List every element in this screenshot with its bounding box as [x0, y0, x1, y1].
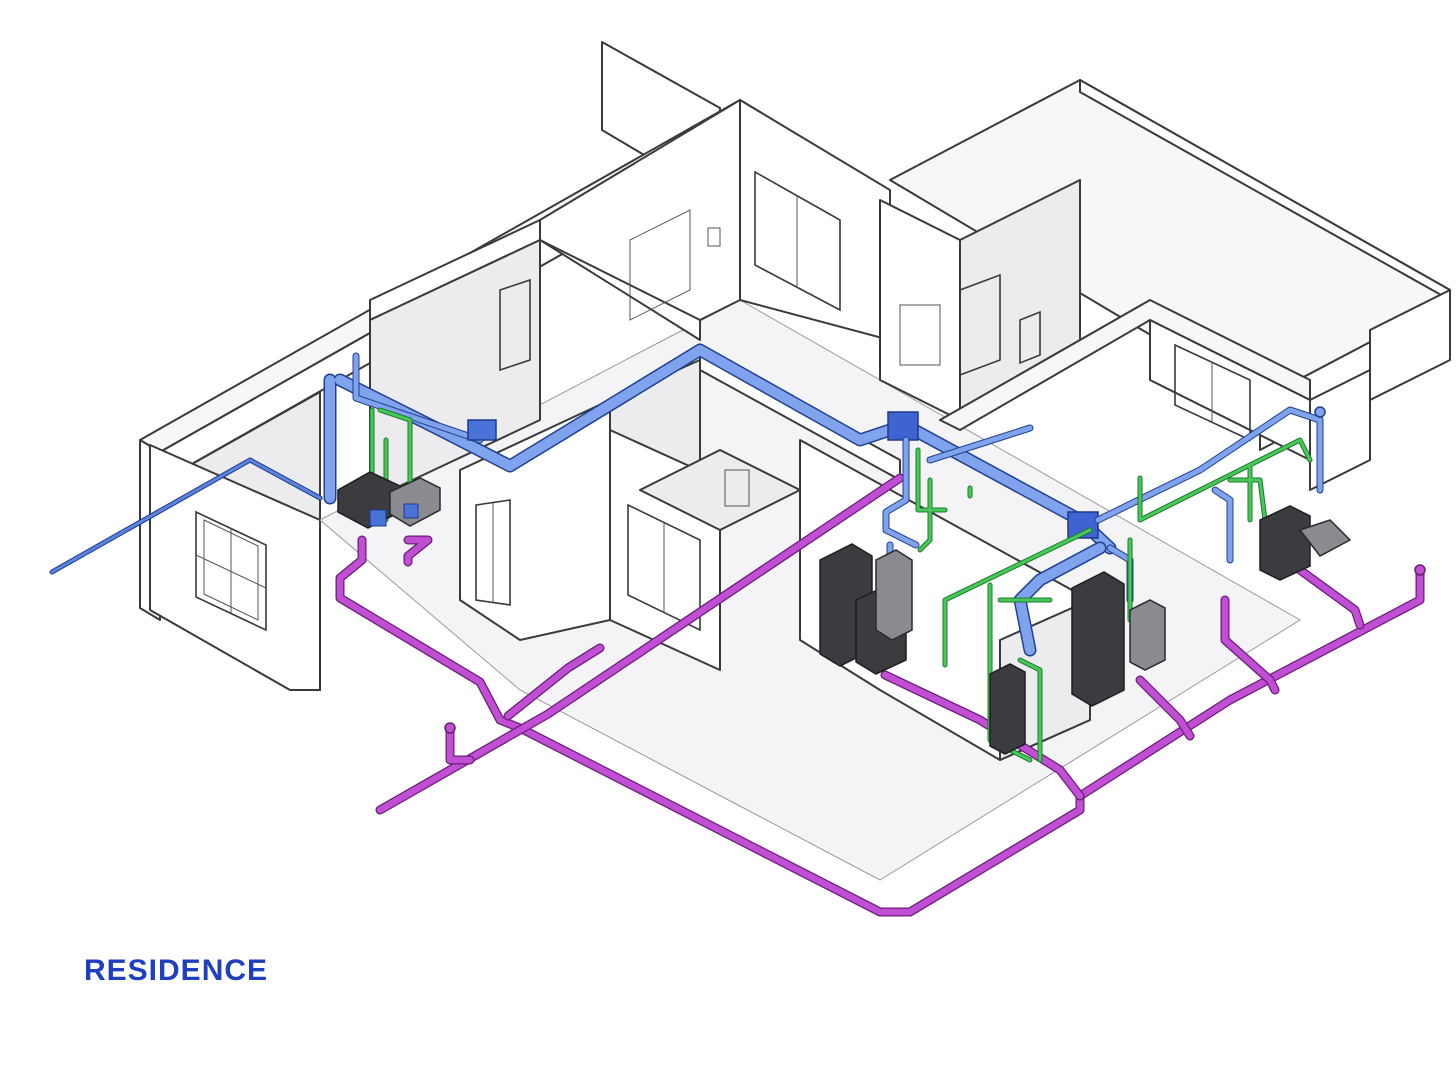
distribution-box: [887, 411, 919, 441]
duct-fitting-box: [467, 419, 497, 441]
equipment-group: [337, 471, 1352, 755]
window-bath: [627, 503, 701, 632]
floor-grate: [1298, 519, 1352, 557]
valve-icon: [369, 509, 387, 527]
front-gable-wall: [149, 444, 321, 691]
window-bath-2b: [1019, 310, 1041, 365]
building-shell: [139, 41, 1451, 881]
valve-icon: [403, 503, 419, 519]
room-2-right-wall: [739, 99, 891, 341]
right-wing-partition: [879, 199, 961, 421]
boiler-unit: [875, 549, 913, 641]
door-room-2: [629, 209, 691, 321]
air-handler-unit-2: [389, 477, 441, 527]
door-center: [475, 499, 511, 606]
pump-unit: [1129, 599, 1166, 671]
air-handler-unit-3: [1259, 505, 1311, 581]
drawing-caption: RESIDENCE: [84, 954, 269, 987]
window-room-2: [754, 170, 841, 312]
window-bath-2: [959, 273, 1001, 377]
window-room-1: [499, 278, 531, 372]
water-heater-3: [1071, 571, 1125, 707]
window-left: [195, 510, 267, 632]
control-panel: [989, 663, 1026, 755]
vanity-mirror: [899, 304, 941, 366]
vent-grille-icon: [724, 469, 750, 507]
